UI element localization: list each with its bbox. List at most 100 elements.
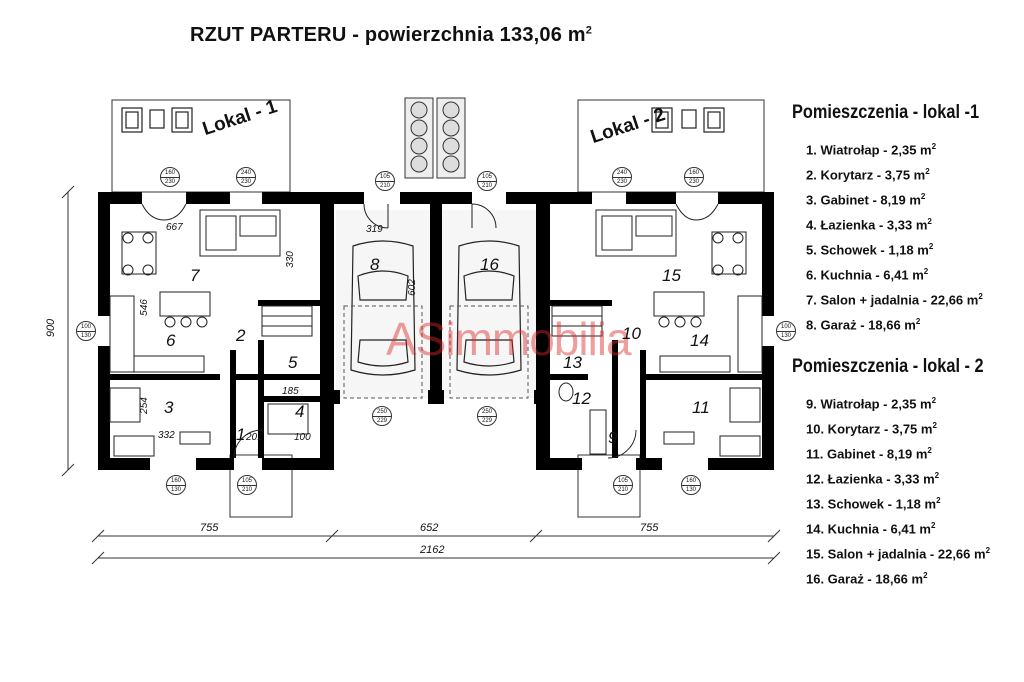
opening-height: 130 — [780, 333, 791, 339]
dimension-label: 201 — [246, 432, 263, 443]
opening-height: 230 — [616, 179, 627, 185]
plan-title-text: RZUT PARTERU - powierzchnia 133,06 m — [190, 24, 586, 46]
legend-item: 3. Gabinet - 8,19 m2 — [806, 192, 926, 208]
opening-height: 130 — [80, 333, 91, 339]
dimension-lines — [61, 185, 780, 565]
room-number: 8 — [370, 255, 380, 274]
opening-height: 130 — [685, 487, 696, 493]
car-icon — [350, 240, 522, 376]
dimension-label: 185 — [282, 386, 299, 397]
legend-item: 9. Wiatrołap - 2,35 m2 — [806, 396, 937, 412]
legend-item: 16. Garaż - 18,66 m2 — [806, 571, 928, 587]
terrace-furniture — [121, 107, 725, 133]
dimension-label: 755 — [200, 522, 219, 534]
opening-width: 250 — [373, 408, 391, 417]
opening-width: 105 — [614, 477, 632, 486]
opening-height: 230 — [688, 179, 699, 185]
dimension-label: 900 — [45, 318, 58, 338]
dimension-label: 2162 — [420, 544, 445, 556]
opening-width: 100 — [777, 323, 795, 332]
room-number: 10 — [622, 324, 641, 343]
legend-item: 13. Schowek - 1,18 m2 — [806, 496, 941, 512]
legend-item: 6. Kuchnia - 6,41 m2 — [806, 267, 929, 283]
legend-1-list: 1. Wiatrołap - 2,35 m2 2. Korytarz - 3,7… — [792, 134, 1022, 334]
garage-doors — [343, 305, 529, 399]
opening-width: 160 — [685, 169, 703, 178]
opening-width: 160 — [161, 169, 179, 178]
room-number: 5 — [288, 353, 298, 372]
door-swings — [141, 203, 719, 459]
dimension-label: 319 — [366, 224, 383, 235]
legend-item: 5. Schowek - 1,18 m2 — [806, 242, 934, 258]
legend-item: 10. Korytarz - 3,75 m2 — [806, 421, 937, 437]
inner-walls — [110, 300, 762, 458]
room-number: 9 — [608, 428, 618, 447]
legend-item: 12. Łazienka - 3,33 m2 — [806, 471, 940, 487]
opening-height: 230 — [240, 179, 251, 185]
legend-item: 4. Łazienka - 3,33 m2 — [806, 217, 932, 233]
walls — [98, 192, 774, 470]
opening-height: 229 — [376, 418, 387, 424]
opening-width: 105 — [376, 173, 394, 182]
room-number: 11 — [692, 398, 710, 417]
dimension-label: 100 — [294, 432, 311, 443]
opening-height: 210 — [481, 183, 492, 189]
opening-width: 105 — [238, 477, 256, 486]
room-number: 13 — [563, 353, 582, 372]
opening-height: 229 — [481, 418, 492, 424]
opening-height: 130 — [170, 487, 181, 493]
watermark: ASimmobilia — [386, 313, 632, 365]
legend-item: 1. Wiatrołap - 2,35 m2 — [806, 142, 937, 158]
room-number: 16 — [480, 255, 499, 274]
opening-width: 105 — [478, 173, 496, 182]
opening-width: 240 — [613, 169, 631, 178]
entrance-step-right — [577, 454, 641, 518]
opening-height: 210 — [617, 487, 628, 493]
hedge-plants — [404, 97, 466, 179]
room-number: 4 — [295, 402, 305, 421]
legend-item: 15. Salon + jadalnia - 22,66 m2 — [806, 546, 991, 562]
dimension-label: 667 — [166, 222, 183, 233]
legend-item: 11. Gabinet - 8,19 m2 — [806, 446, 932, 462]
legend-item: 8. Garaż - 18,66 m2 — [806, 317, 921, 333]
floor-plan — [98, 97, 774, 518]
legend-2-list: 9. Wiatrołap - 2,35 m2 10. Korytarz - 3,… — [792, 388, 1022, 588]
opening-width: 240 — [237, 169, 255, 178]
legend-1-heading: Pomieszczenia - lokal -1 — [792, 102, 980, 123]
legend-item: 2. Korytarz - 3,75 m2 — [806, 167, 930, 183]
room-number: 12 — [572, 389, 591, 408]
opening-height: 210 — [241, 487, 252, 493]
legend-2-heading: Pomieszczenia - lokal - 2 — [792, 356, 984, 377]
legend-item: 14. Kuchnia - 6,41 m2 — [806, 521, 936, 537]
opening-height: 230 — [164, 179, 175, 185]
dimension-label: 755 — [640, 522, 659, 534]
opening-width: 100 — [77, 323, 95, 332]
room-number: 2 — [236, 326, 246, 345]
dimension-label: 652 — [420, 522, 439, 534]
furniture — [109, 209, 763, 457]
room-number: 6 — [166, 331, 176, 350]
legend-lokal-1: Pomieszczenia - lokal -1 1. Wiatrołap - … — [792, 102, 1022, 334]
opening-width: 160 — [682, 477, 700, 486]
plan-title-sup: 2 — [585, 24, 593, 37]
room-number: 1 — [236, 425, 246, 444]
dimension-label: 332 — [158, 430, 175, 441]
legend-item: 7. Salon + jadalnia - 22,66 m2 — [806, 292, 983, 308]
opening-width: 160 — [167, 477, 185, 486]
plan-title: RZUT PARTERU - powierzchnia 133,06 m2 — [190, 24, 592, 47]
room-number: 3 — [164, 398, 174, 417]
